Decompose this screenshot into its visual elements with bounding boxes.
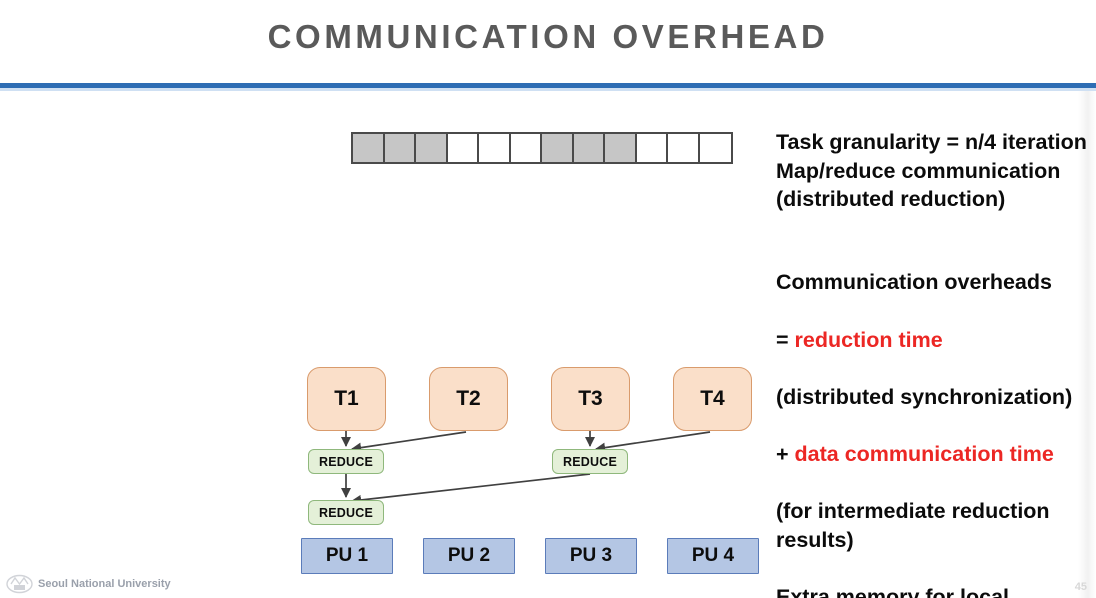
page-title: COMMUNICATION OVERHEAD xyxy=(267,18,829,55)
title-divider xyxy=(0,83,1096,88)
note-line-extra-memory: Extra memory for local reduction results xyxy=(776,584,1010,598)
task-node-t3-label: T3 xyxy=(578,387,603,410)
pu-node-2[interactable]: PU 2 xyxy=(423,538,515,574)
iteration-bar-cell-9 xyxy=(605,134,637,162)
pu-node-4[interactable]: PU 4 xyxy=(667,538,759,574)
reduction-diagram: T1 T2 T3 T4 REDUCE REDUCE REDUCE PU 1 PU… xyxy=(301,367,759,574)
task-node-t2[interactable]: T2 xyxy=(429,367,508,431)
note-line-datacomm-prefix: + xyxy=(776,441,795,466)
reduce-node-3-label: REDUCE xyxy=(319,505,373,520)
snu-crest-icon xyxy=(6,574,33,594)
reduce-node-3[interactable]: REDUCE xyxy=(308,500,384,525)
reduce-node-2[interactable]: REDUCE xyxy=(552,449,628,474)
pu-node-3[interactable]: PU 3 xyxy=(545,538,637,574)
reduce-node-1-label: REDUCE xyxy=(319,454,373,469)
note-line-distributed-sync: (distributed synchronization) xyxy=(776,384,1073,409)
edge-t2-to-reduce1 xyxy=(350,431,467,453)
pu-node-3-label: PU 3 xyxy=(569,545,613,566)
pu-node-1[interactable]: PU 1 xyxy=(301,538,393,574)
task-node-t2-label: T2 xyxy=(456,387,481,410)
note-accent-reduction-time: reduction time xyxy=(794,327,943,352)
iteration-bar-cell-5 xyxy=(479,134,511,162)
note-accent-data-communication-time: data communication time xyxy=(794,441,1054,466)
edge-reduce2-to-reduce3 xyxy=(350,473,591,506)
reduce-node-2-label: REDUCE xyxy=(563,454,617,469)
note-line-intermediate-results: (for intermediate reduction results) xyxy=(776,499,1050,552)
task-node-t1-label: T1 xyxy=(334,387,359,410)
pu-node-4-label: PU 4 xyxy=(691,545,735,566)
reduce-node-1[interactable]: REDUCE xyxy=(308,449,384,474)
iteration-bar-cell-7 xyxy=(542,134,574,162)
page-number: 45 xyxy=(1074,581,1087,593)
iteration-bar-cell-3 xyxy=(416,134,448,162)
iteration-bar-cell-8 xyxy=(573,134,605,162)
task-node-t1[interactable]: T1 xyxy=(307,367,386,431)
pu-node-2-label: PU 2 xyxy=(447,545,491,566)
iteration-bar-cell-4 xyxy=(447,134,479,162)
edge-t4-to-reduce2 xyxy=(594,431,711,453)
task-node-t4-label: T4 xyxy=(700,387,725,410)
diagram-edges xyxy=(340,431,711,506)
iteration-bar-cell-12 xyxy=(699,134,731,162)
note-block-granularity: Task granularity = n/4 iteration Map/red… xyxy=(776,130,1087,212)
iteration-bar-cell-6 xyxy=(510,134,542,162)
task-granularity-bar xyxy=(351,132,733,164)
iteration-bar-cell-11 xyxy=(668,134,700,162)
notes-column: Task granularity = n/4 iteration Map/red… xyxy=(776,128,1096,598)
iteration-bar-cell-1 xyxy=(353,134,385,162)
footer-logo: Seoul National University xyxy=(6,574,171,594)
note-line-overheads: Communication overheads xyxy=(776,270,1052,295)
title-divider-soft xyxy=(0,88,1096,91)
pu-node-1-label: PU 1 xyxy=(325,545,369,566)
task-node-t3[interactable]: T3 xyxy=(551,367,630,431)
iteration-bar-cell-10 xyxy=(636,134,668,162)
note-block-overheads: Communication overheads = reduction time… xyxy=(776,240,1096,598)
footer-logo-text: Seoul National University xyxy=(38,578,171,590)
note-line-reduction-prefix: = xyxy=(776,327,795,352)
iteration-bar-cell-2 xyxy=(384,134,416,162)
task-node-t4[interactable]: T4 xyxy=(673,367,752,431)
